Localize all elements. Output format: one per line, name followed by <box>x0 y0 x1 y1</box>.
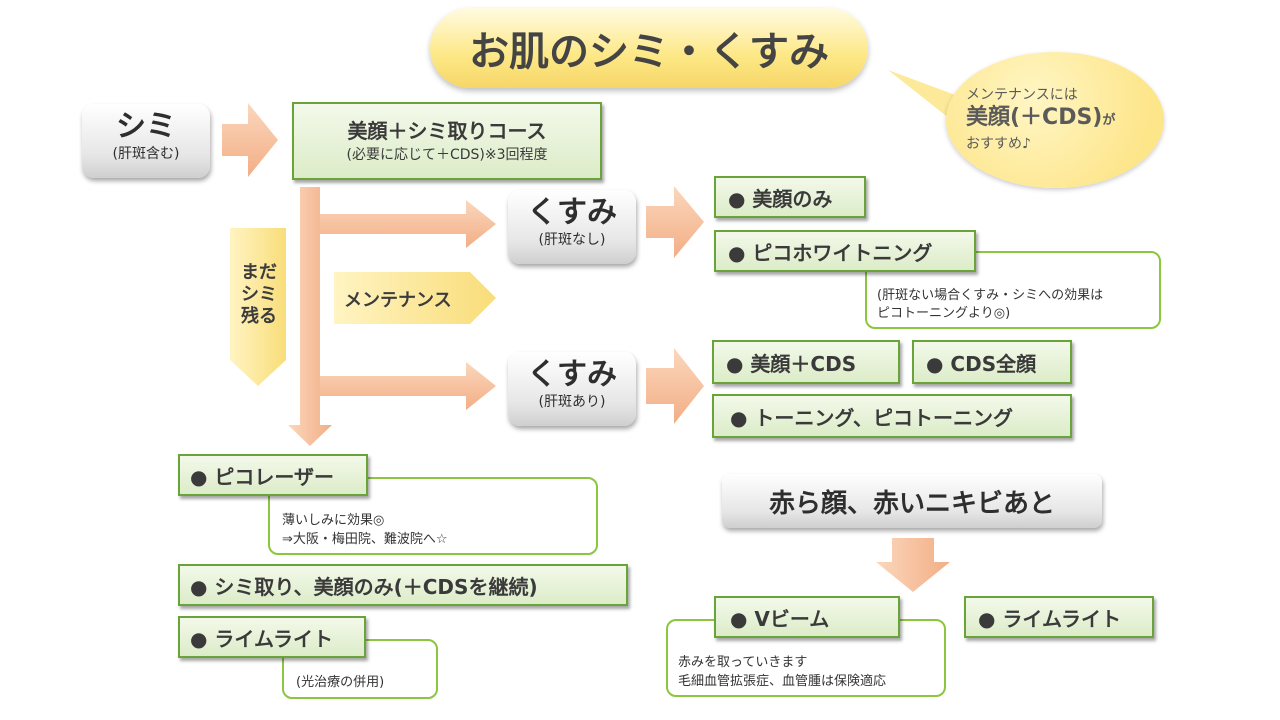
option-cds-fullface: ● CDS全顔 <box>912 340 1072 384</box>
arrow-kusumi-a-options <box>646 186 704 258</box>
shimi-label: シミ <box>116 109 176 144</box>
bubble-line2-main: 美顔(＋CDS) <box>966 105 1103 130</box>
bubble-line3: おすすめ♪ <box>966 136 1031 152</box>
option-facial-only: ● 美顔のみ <box>714 176 866 218</box>
speech-bubble <box>946 52 1164 188</box>
option-pico-whitening: ● ピコホワイトニング <box>714 230 976 272</box>
option-limelight-left: ● ライムライト <box>178 616 366 658</box>
pico-whitening-note: (肝斑ない場合くすみ・シミへの効果は ピコトーニングより◎) <box>865 251 1161 329</box>
bubble-line2: 美顔(＋CDS)が <box>966 104 1166 135</box>
page-title: お肌のシミ・くすみ <box>430 8 868 88</box>
bubble-line1: メンテナンスには <box>966 87 1078 103</box>
kusumi-melasma-box: くすみ (肝斑あり) <box>508 352 636 426</box>
option-vbeam: ● Vビーム <box>714 596 900 638</box>
shimi-box: シミ (肝斑含む) <box>82 104 210 178</box>
maintenance-label: メンテナンス <box>344 290 452 311</box>
kusumi-b-label: くすみ <box>527 357 617 392</box>
option-shimi-removal: ● シミ取り、美顔のみ(＋CDSを継続) <box>178 564 628 606</box>
bubble-line2-suffix: が <box>1102 113 1116 128</box>
arrow-kusumi-b-options <box>646 348 704 424</box>
option-toning: ● トーニング、ピコトーニング <box>712 394 1072 438</box>
arrow-shimi-to-course <box>222 103 278 177</box>
arrow-red-down <box>876 538 950 592</box>
arrow-to-kusumi-a <box>320 200 496 248</box>
kusumi-no-melasma-box: くすみ (肝斑なし) <box>508 190 636 264</box>
kusumi-a-label: くすみ <box>527 195 617 230</box>
kusumi-b-sub: (肝斑あり) <box>538 394 606 410</box>
arrow-trunk-down <box>288 187 332 446</box>
arrow-to-kusumi-b <box>320 362 496 410</box>
bubble-tail <box>888 70 964 130</box>
course-line1: 美顔＋シミ取りコース <box>347 119 547 143</box>
bubble-text: メンテナンスには 美顔(＋CDS)が おすすめ♪ <box>966 86 1166 153</box>
redness-box: 赤ら顔、赤いニキビあと <box>722 474 1102 528</box>
course-box: 美顔＋シミ取りコース (必要に応じて＋CDS)※3回程度 <box>292 102 602 180</box>
option-pico-laser: ● ピコレーザー <box>178 454 368 496</box>
kusumi-a-sub: (肝斑なし) <box>538 232 606 248</box>
arrow-maintenance <box>334 272 496 324</box>
option-facial-cds: ● 美顔＋CDS <box>712 340 900 384</box>
course-line2: (必要に応じて＋CDS)※3回程度 <box>346 147 548 163</box>
option-limelight-right: ● ライムライト <box>964 596 1154 638</box>
shimi-sub: (肝斑含む) <box>112 146 180 162</box>
still-remaining-label: まだ シミ 残る <box>241 262 277 327</box>
arrow-still-remaining <box>230 228 286 386</box>
